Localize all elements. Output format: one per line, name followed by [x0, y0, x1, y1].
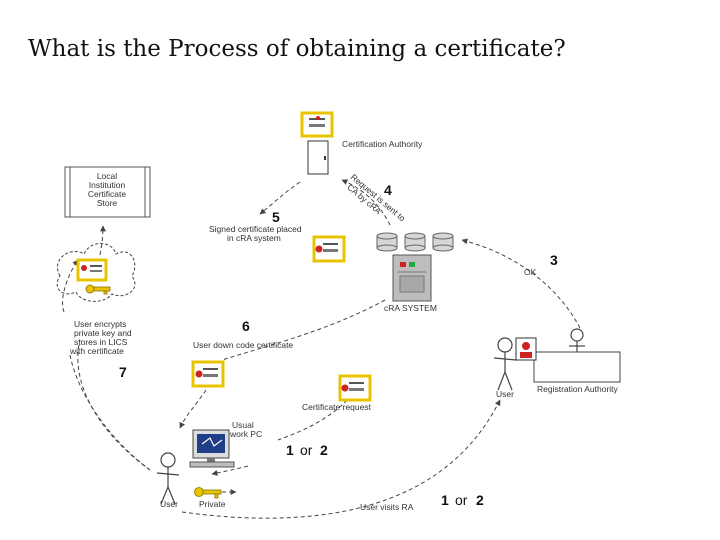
user-certificate-icon	[191, 360, 225, 388]
user-left-label: User	[160, 499, 178, 509]
user-right-label: User	[496, 389, 514, 399]
step-1or2-lower-num2: 2	[476, 492, 484, 508]
database-icon	[404, 232, 426, 252]
ra-person-icon	[569, 328, 585, 352]
store-label-line4: Store	[97, 198, 118, 208]
certificate-request-label: Certificate request	[302, 402, 372, 412]
step-1or2-lower-or: or	[455, 492, 468, 508]
user-at-ra: User	[493, 337, 537, 399]
arrow-step7-loop	[69, 354, 151, 471]
encrypt-label-line3: stores in LICS	[74, 337, 128, 347]
step-5-number: 5	[272, 209, 280, 225]
keyboard-icon	[189, 461, 235, 468]
step-7-number: 7	[119, 364, 127, 380]
encrypt-label-line4: with certificate	[69, 346, 124, 356]
arrow-user-visits-ra	[181, 399, 501, 519]
step-1or2-upper-num2: 2	[320, 442, 328, 458]
id-card-icon	[515, 337, 537, 361]
arrow-pc-to-user	[211, 465, 249, 476]
step5-label-line1: Signed certificate placed	[209, 224, 302, 234]
arrow-cert-to-user	[179, 389, 207, 429]
flow-arrows	[62, 179, 581, 519]
encrypt-label-line1: User encrypts	[74, 319, 126, 329]
store-label-line3: Certificate	[88, 189, 127, 199]
database-icon	[432, 232, 454, 252]
private-label: Private	[199, 499, 226, 509]
step-1-or-2-upper: 1 or 2	[286, 442, 328, 458]
step-1or2-lower-num1: 1	[441, 492, 449, 508]
arrow-ca-to-cra	[259, 181, 301, 215]
registration-authority: Registration Authority	[533, 328, 621, 394]
user-ra-person-icon	[493, 337, 517, 391]
step-4-number: 4	[384, 182, 392, 198]
encrypted-key-cloud	[56, 243, 136, 302]
encrypt-label-line2: private key and	[74, 328, 132, 338]
user-bottom: User Private	[156, 452, 226, 509]
step-1-or-2-lower: 1 or 2	[441, 492, 484, 508]
step5-label-line2: in cRA system	[227, 233, 281, 243]
step-6-number: 6	[242, 318, 250, 334]
step4-note: Request is sent to CA by cRA	[345, 172, 407, 224]
work-pc: Usual work PC	[189, 420, 262, 468]
pc-label-line2: work PC	[229, 429, 262, 439]
arrow-to-store	[99, 225, 106, 256]
arrow-ra-ok	[461, 238, 581, 329]
certificate-store: Local Institution Certificate Store	[64, 166, 151, 218]
ca-label: Certification Authority	[342, 139, 423, 149]
arrow-user-to-store	[77, 339, 151, 471]
arrow-user-request	[277, 394, 353, 441]
ra-label: Registration Authority	[537, 384, 619, 394]
cra-system-label: cRA SYSTEM	[384, 303, 437, 313]
ca-door-icon	[307, 140, 329, 175]
step-1or2-upper-num1: 1	[286, 442, 294, 458]
page-title: What is the Process of obtaining a certi…	[28, 36, 566, 62]
private-key-icon	[194, 487, 222, 499]
database-cylinders	[376, 232, 454, 252]
store-label-line2: Institution	[89, 180, 126, 190]
cra-server: cRA SYSTEM	[384, 254, 437, 313]
cloud-key-icon	[85, 284, 111, 295]
ok-label: OK	[524, 267, 537, 277]
step6-label: User down code certificate	[193, 340, 293, 350]
cloud-certificate-icon	[76, 258, 108, 282]
database-icon	[376, 232, 398, 252]
pc-label-line1: Usual	[232, 420, 254, 430]
arrow-cra-to-user-cert	[221, 299, 386, 361]
user-person-icon	[156, 452, 180, 505]
user-visits-ra-label: User visits RA	[360, 502, 414, 512]
step-3-number: 3	[550, 252, 558, 268]
certificate-request-icon	[338, 374, 372, 402]
store-label-line1: Local	[97, 171, 117, 181]
certification-authority: Certification Authority	[300, 111, 423, 175]
signed-certificate-icon	[312, 235, 346, 263]
arrow-step7-up	[62, 259, 79, 313]
step-1or2-upper-or: or	[300, 442, 313, 458]
